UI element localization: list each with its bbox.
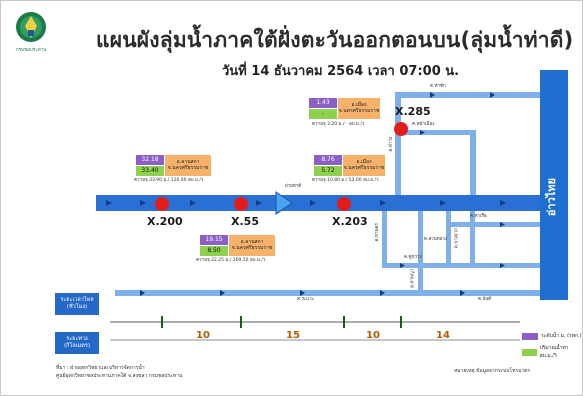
x203-name-box: อ.เมือง จ.นครศรีธรรมราช <box>343 155 385 176</box>
footer-source-line2: ศูนย์อุทกวิทยาชลประทานภาคใต้ จ.สงขลา กรม… <box>56 373 183 379</box>
main-river <box>96 195 540 211</box>
station-x285-code: X.285 <box>395 105 431 118</box>
gulf-of-thailand <box>540 70 568 300</box>
legend-flow-swatch <box>522 348 537 356</box>
canal-low-vertical-3 <box>446 210 451 268</box>
canal-mid2-label: ค.ท่าวัง <box>389 136 395 152</box>
canal-mid-horizontal <box>401 130 476 135</box>
station-x203-marker <box>337 197 351 211</box>
canal-mid1-label: ค.หน้าเมือง <box>412 122 435 127</box>
segment-1-distance: 10 <box>196 330 210 341</box>
canal-low1-label: ค.ท่านคร <box>374 223 380 242</box>
x285-capacity: ความจุ 3.20 ม./ - ลบ.ม./ว <box>312 122 365 127</box>
weir-icon <box>275 191 293 215</box>
x203-flow-box: 5.72 <box>314 166 342 176</box>
x285-flow-box: - <box>309 109 337 119</box>
station-x200-code: X.200 <box>147 215 183 228</box>
canal-low3-label: ค.บางจาก <box>454 228 460 249</box>
canal-low2-label: ค.สวนหลวง <box>424 237 448 242</box>
legend-level-swatch <box>522 332 538 340</box>
station-x55-marker <box>234 197 248 211</box>
canal-right-vertical <box>470 130 476 204</box>
legend-flow: ปริมาณน้ำท่า ลบ.ม./วิ <box>522 344 583 360</box>
canal-bottom1-label: ค.ระแวะ <box>297 297 315 302</box>
canal-low-vertical-2 <box>418 210 423 290</box>
canal-low5-label: ค.คูขวาง <box>404 255 422 260</box>
canal-low-vertical-1 <box>382 210 387 268</box>
distance-row-label: ระยะทาง (กิโลเมตร) <box>55 332 99 354</box>
station-x285-marker <box>394 122 408 136</box>
weir-label: ฝายท่าดี <box>285 184 302 189</box>
x55-name-box: อ.ลานสกา จ.นครศรีธรรมราช <box>229 235 275 256</box>
gulf-label: อ่าวไทย <box>545 178 558 217</box>
footer-source-line1: ที่มา : ฝ่ายอุทกวิทยาและบริหารจัดการน้ำ <box>56 365 145 371</box>
station-x200-marker <box>155 197 169 211</box>
canal-top <box>395 92 540 98</box>
canal-low-horizontal-1 <box>382 263 540 268</box>
canal-low4-label: ค.ท่าพญา <box>410 268 416 288</box>
x200-capacity: ความจุ 33.90 ม./ 110.00 ลบ.ม./ว <box>134 178 204 183</box>
x203-capacity: ความจุ 10.80 ม./ 52.00 ลบ.ม./ว <box>312 178 379 183</box>
canal-bottom <box>115 290 540 296</box>
legend-level-text: ระดับน้ำ ม. (รทก.) <box>541 333 582 339</box>
canal-low-horizontal-2 <box>450 222 540 227</box>
x55-level-box: 19.15 <box>200 235 228 245</box>
logo-caption: กรมชลประทาน <box>16 48 47 53</box>
page-subtitle: วันที่ 14 ธันวาคม 2564 เวลา 07:00 น. <box>222 64 460 79</box>
page-title: แผนผังลุ่มน้ำภาคใต้ฝั่งตะวันออกตอนบน(ลุ่… <box>96 28 574 52</box>
legend-flow-text: ปริมาณน้ำท่า ลบ.ม./วิ <box>539 345 569 359</box>
x200-flow-box: 33.40 <box>136 166 164 176</box>
x285-level-box: 1.43 <box>309 98 337 108</box>
x200-name-box: อ.ลานสกา จ.นครศรีธรรมราช <box>165 155 211 176</box>
footer-note: หมายเหตุ ข้อมูลจากระบบโทรมาตร <box>454 368 531 374</box>
segment-2-distance: 15 <box>286 330 300 341</box>
legend-level: ระดับน้ำ ม. (รทก.) <box>522 332 582 340</box>
segment-4-distance: 14 <box>436 330 450 341</box>
x55-flow-box: 8.50 <box>200 246 228 256</box>
canal-low-vertical-4 <box>470 210 475 268</box>
station-x55-code: X.55 <box>231 215 259 228</box>
segment-3-distance: 10 <box>366 330 380 341</box>
x203-level-box: 8.76 <box>314 155 342 165</box>
rid-logo-icon <box>16 12 46 42</box>
canal-top-label: ค.ท่าซัก <box>430 84 446 89</box>
station-x203-code: X.203 <box>332 215 368 228</box>
travel-time-row-label: ระยะเวลาไหล (ชั่วโมง) <box>55 293 99 315</box>
x285-name-box: อ.เมือง จ.นครศรีธรรมราช <box>338 98 380 119</box>
canal-bottom2-label: ค.จันดี <box>478 297 492 302</box>
x55-capacity: ความจุ 22.25 ม./ 269.50 ลบ.ม./ว <box>196 258 266 263</box>
x200-level-box: 32.18 <box>136 155 164 165</box>
canal-x285-vertical <box>395 92 401 204</box>
canal-right1-label: ค.ท่าเรือ <box>470 214 487 219</box>
